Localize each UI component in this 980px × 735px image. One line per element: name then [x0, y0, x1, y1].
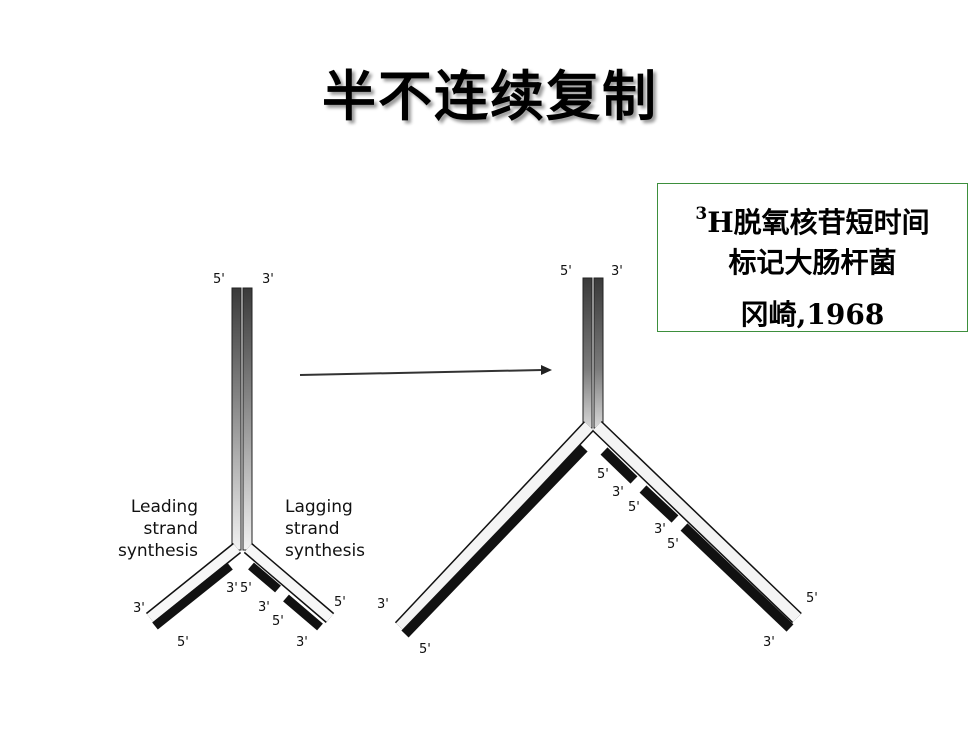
right-top-5prime: 5': [560, 264, 572, 279]
leading-label-line3: synthesis: [118, 541, 198, 561]
arrow-head: [541, 365, 552, 375]
left-replication-fork: 5' 3' Leading strand synthesis Lagging s…: [118, 272, 365, 650]
lagging-label-line1: Lagging: [285, 497, 353, 517]
left-end-3prime: 3': [133, 601, 145, 616]
progression-arrow: [299, 365, 552, 376]
note-line-2: 标记大肠杆菌: [728, 246, 897, 279]
left-center-5prime: 5': [240, 581, 252, 596]
experiment-note-box: 3H脱氧核苷短时间 标记大肠杆菌 冈崎,1968: [657, 183, 968, 332]
note-line-3: 冈崎,1968: [740, 298, 885, 331]
arrow-shaft: [299, 369, 543, 376]
left-leading-new-strand: [152, 562, 233, 630]
tritium-superscript: 3: [695, 204, 708, 224]
left-top-5prime: 5': [213, 272, 225, 287]
right-replication-fork: 5' 3' 5' 3' 5' 3' 5' 3' 5' 5' 3': [377, 264, 818, 657]
left-fragment-5prime: 5': [272, 614, 284, 629]
left-center-3prime: 3': [226, 581, 238, 596]
note-line-1: 3H脱氧核苷短时间: [658, 194, 967, 243]
leading-label-line1: Leading: [131, 497, 198, 517]
right-okazaki-fragment-1: [600, 447, 638, 484]
right-leading-new-strand: [401, 444, 588, 638]
lagging-label-line2: strand: [285, 519, 340, 539]
right-frag-label-5: 5': [667, 537, 679, 552]
leading-label-line2: strand: [144, 519, 199, 539]
right-parent-strand-a: [582, 277, 593, 429]
right-frag-label-2: 3': [612, 485, 624, 500]
right-right-end-5prime: 5': [806, 591, 818, 606]
note-line-1-text: H脱氧核苷短时间: [707, 206, 930, 239]
left-parent-strand-a: [231, 287, 242, 551]
page-title: 半不连续复制: [322, 65, 658, 128]
right-right-arm-strand: [593, 422, 801, 622]
left-top-3prime: 3': [262, 272, 274, 287]
right-top-3prime: 3': [611, 264, 623, 279]
left-right-arm-strand: [244, 544, 334, 622]
left-arm-strand: [146, 544, 241, 622]
right-frag-label-3: 5': [628, 500, 640, 515]
left-okazaki-fragment-2: [283, 594, 323, 631]
left-right-end-5prime: 5': [334, 595, 346, 610]
left-okazaki-fragment-1: [248, 562, 281, 593]
left-end-5prime: 5': [177, 635, 189, 650]
right-left-end-5prime: 5': [419, 642, 431, 657]
right-frag-label-1: 5': [597, 467, 609, 482]
right-left-arm-strand: [395, 422, 594, 631]
left-parent-strand-b: [242, 287, 253, 551]
left-fragment-3prime: 3': [258, 600, 270, 615]
right-parent-strand-b: [593, 277, 604, 429]
left-right-end-3prime: 3': [296, 635, 308, 650]
right-okazaki-fragment-3: [680, 523, 794, 632]
right-right-end-3prime: 3': [763, 635, 775, 650]
right-okazaki-fragment-2: [639, 485, 679, 523]
right-frag-label-4: 3': [654, 522, 666, 537]
right-left-end-3prime: 3': [377, 597, 389, 612]
lagging-label-line3: synthesis: [285, 541, 365, 561]
